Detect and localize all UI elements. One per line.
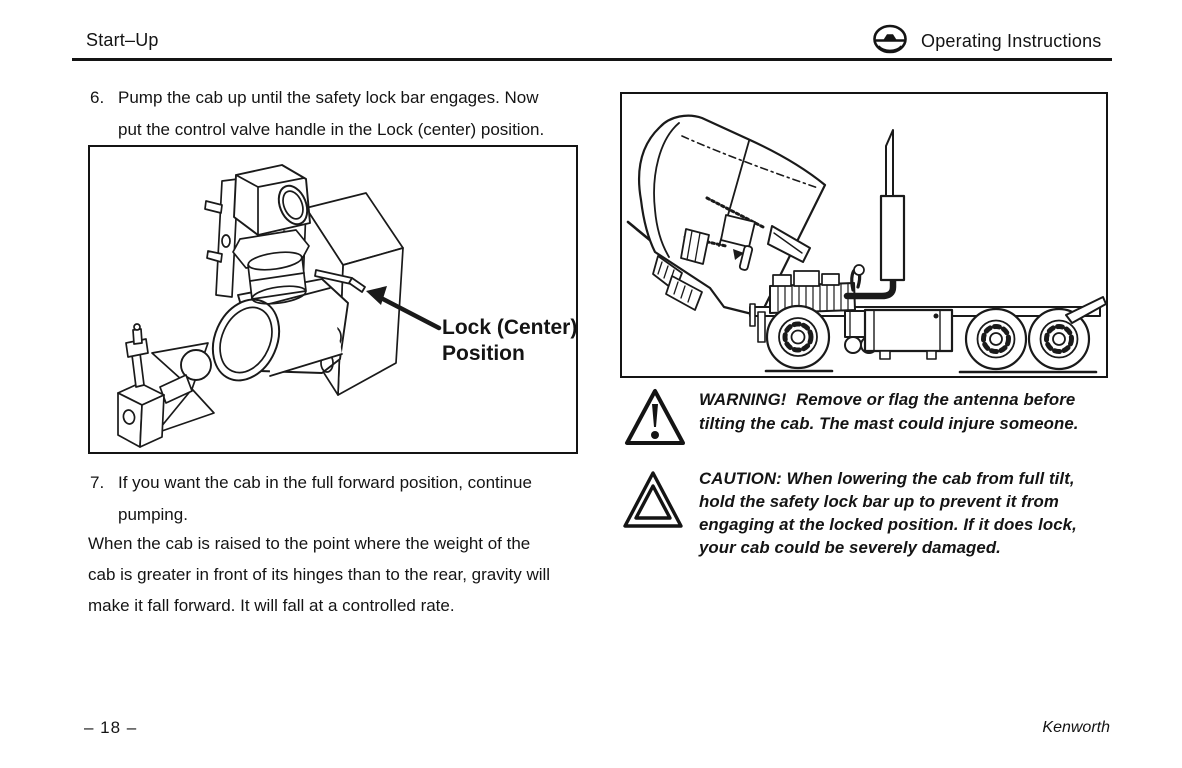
- step-6-text: Pump the cab up until the safety lock ba…: [118, 88, 545, 139]
- steering-wheel-icon: [872, 24, 908, 54]
- step-7-text: If you want the cab in the full forward …: [118, 473, 532, 524]
- page-number: – 18 –: [84, 718, 138, 737]
- header-section-title: Start–Up: [86, 30, 159, 50]
- truck-figure-svg: [622, 94, 1106, 376]
- pump-figure: Lock (Center) Position: [88, 145, 578, 454]
- pointer-arrow: [366, 286, 439, 328]
- lock-position-label-line2: Position: [442, 342, 525, 365]
- truck-figure: [620, 92, 1108, 378]
- truck-drawing: [628, 116, 1106, 372]
- warning-triangle-icon: [624, 387, 686, 447]
- pump-figure-svg: Lock (Center) Position: [90, 147, 576, 452]
- pump-drawing: [118, 165, 403, 447]
- header-divider: [72, 58, 1112, 61]
- lock-position-label-line1: Lock (Center): [442, 316, 576, 339]
- brand-name: Kenworth: [1042, 719, 1110, 736]
- rear-wheel-2: [1029, 309, 1089, 369]
- caution-triangle-icon: [620, 468, 686, 530]
- warning-text: WARNING! Remove or flag the antenna befo…: [699, 390, 1079, 433]
- step-7-number: 7.: [90, 473, 105, 492]
- rear-wheel-1: [966, 309, 1026, 369]
- front-wheel: [767, 306, 829, 368]
- header-chapter-title: Operating Instructions: [921, 31, 1102, 51]
- gravity-note-paragraph: When the cab is raised to the point wher…: [88, 534, 551, 615]
- caution-text: CAUTION: When lowering the cab from full…: [699, 469, 1077, 557]
- step-6-number: 6.: [90, 88, 105, 107]
